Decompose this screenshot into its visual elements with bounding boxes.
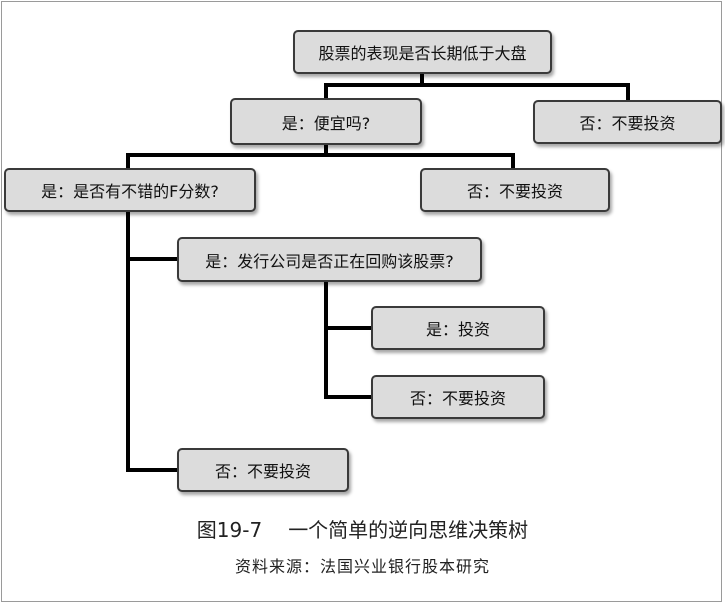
figure-caption: 图19-7 一个简单的逆向思维决策树: [0, 514, 725, 543]
connector-cheap: [126, 143, 515, 170]
node-invest: 是：投资: [371, 306, 545, 350]
node-fscore-question: 是：是否有不错的F分数?: [4, 168, 256, 212]
connector-fscore: [126, 210, 179, 472]
node-no-invest-2: 否：不要投资: [420, 168, 610, 212]
figure-title: 一个简单的逆向思维决策树: [288, 518, 529, 542]
figure-number: 图19-7: [196, 518, 263, 542]
node-no-invest-3: 否：不要投资: [371, 375, 545, 419]
node-buyback-question: 是：发行公司是否正在回购该股票?: [177, 237, 482, 282]
node-no-invest-1: 否：不要投资: [533, 100, 722, 144]
figure-source: 资料来源：法国兴业银行股本研究: [234, 557, 490, 576]
node-no-invest-4: 否：不要投资: [177, 448, 349, 492]
connector-root: [324, 72, 630, 100]
node-is-it-cheap: 是：便宜吗?: [230, 98, 422, 145]
connector-buyback: [324, 280, 373, 399]
node-root-question: 股票的表现是否长期低于大盘: [293, 30, 552, 74]
